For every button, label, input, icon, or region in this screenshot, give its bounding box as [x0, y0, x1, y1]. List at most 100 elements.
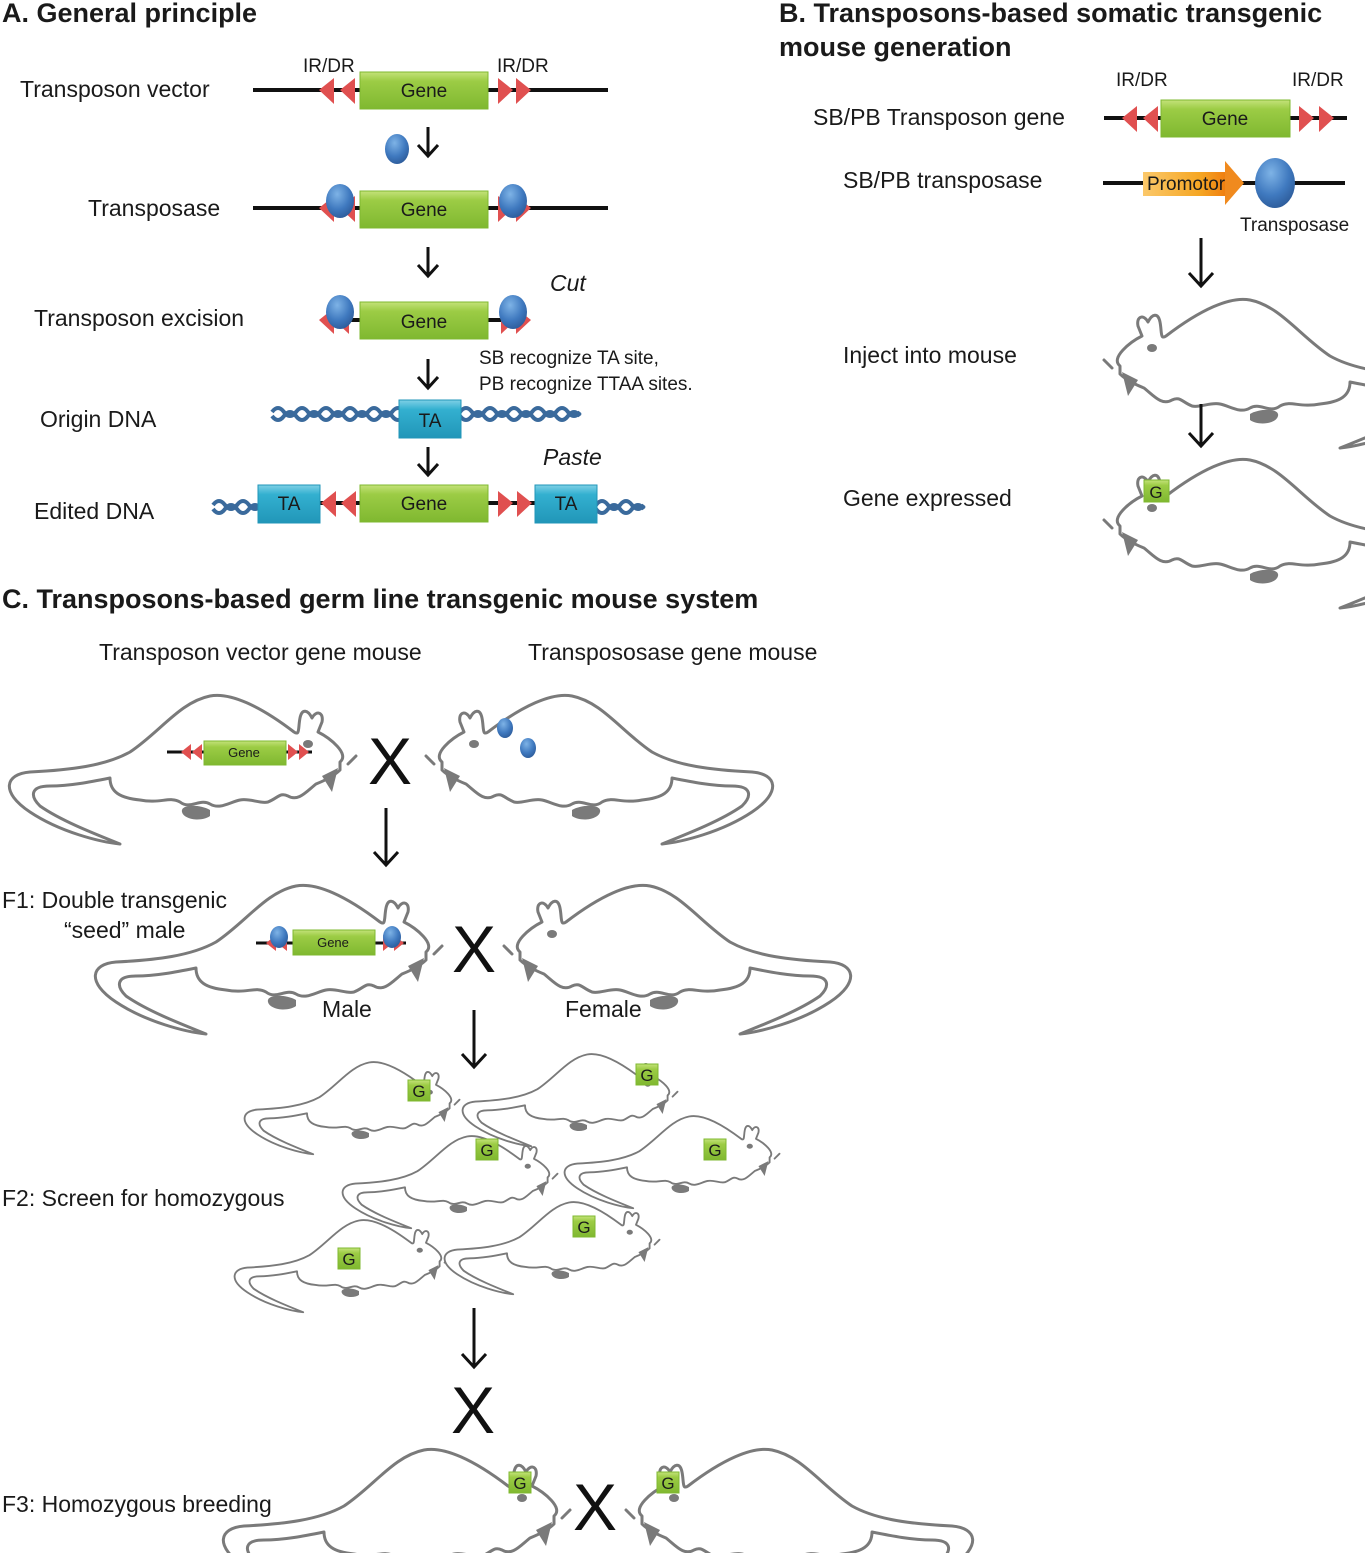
gene-box	[359, 190, 489, 229]
arrow-down-icon	[416, 359, 440, 391]
mouse-transposon-vector-icon	[7, 693, 358, 846]
label-sbpb-transposon-gene: SB/PB Transposon gene	[813, 104, 1065, 130]
mouse-offspring-icon	[443, 1201, 661, 1296]
ir-arrow-left-icon	[319, 78, 334, 104]
ir-dr-right-label: IR/DR	[1292, 70, 1344, 91]
mouse-f3-male-icon	[221, 1447, 572, 1553]
arrow-down-icon	[1187, 404, 1215, 449]
label-f1-line2: “seed” male	[64, 917, 185, 943]
gene-badge: G	[508, 1471, 532, 1494]
label-transposase: Transposase	[88, 195, 220, 221]
recognition-note-sb: SB recognize TA site,	[479, 348, 659, 369]
panel-c-title: C. Transposons-based germ line transgeni…	[2, 584, 758, 614]
transposase-enzyme-icon	[326, 184, 354, 218]
svg-text:G: G	[577, 1218, 590, 1237]
gene-box	[359, 71, 489, 110]
ta-site-box	[534, 484, 598, 524]
label-male: Male	[322, 996, 372, 1022]
svg-text:G: G	[640, 1066, 653, 1085]
gene-badge: G	[475, 1138, 499, 1161]
label-f3: F3: Homozygous breeding	[2, 1491, 272, 1517]
promotor-box	[1143, 172, 1225, 196]
gene-badge: G	[337, 1247, 361, 1270]
transposase-enzyme-icon	[520, 738, 536, 758]
arrow-down-icon	[460, 1308, 488, 1370]
gene-box	[1160, 99, 1291, 138]
gene-box-label: Gene	[317, 935, 349, 950]
svg-text:G: G	[480, 1141, 493, 1160]
label-origin-dna: Origin DNA	[40, 406, 157, 432]
gene-box-label: Gene	[401, 81, 447, 102]
ta-site-label-left: TA	[278, 494, 301, 515]
sbpb-transposase-construct: Promotor	[1103, 158, 1345, 208]
promotor-arrow-icon	[1225, 161, 1244, 205]
label-transposon-vector: Transposon vector	[20, 76, 210, 102]
ir-arrow-left-icon	[340, 78, 355, 104]
paste-label: Paste	[543, 444, 602, 470]
ir-dr-right-label: IR/DR	[497, 56, 549, 77]
edited-dna-construct: TA Gene TA	[211, 484, 646, 524]
gene-badge: G	[407, 1079, 431, 1102]
label-f2: F2: Screen for homozygous	[2, 1185, 285, 1211]
arrow-down-icon	[372, 808, 400, 868]
gene-box-label: Gene	[401, 312, 447, 333]
transposon-vector-in-mouse: Gene	[167, 740, 312, 766]
ir-arrow-right-icon	[516, 78, 531, 104]
gene-box	[292, 929, 376, 956]
cross-symbol: X	[368, 724, 412, 798]
ta-site-box	[257, 484, 321, 524]
mouse-f3-female-icon	[624, 1447, 975, 1553]
gene-box	[359, 301, 489, 340]
transposase-enzyme-icon	[326, 295, 354, 329]
gene-box-label: Gene	[1202, 109, 1248, 130]
cross-symbol: X	[573, 1470, 617, 1544]
cross-symbol: X	[452, 912, 496, 986]
gene-badge: G	[656, 1471, 680, 1494]
svg-text:G: G	[661, 1474, 674, 1493]
gene-box-label: Gene	[228, 745, 260, 760]
gene-badge: G	[1143, 479, 1170, 503]
gene-badge: G	[572, 1215, 596, 1238]
transposase-enzyme-icon	[499, 295, 527, 329]
transposase-enzyme-icon	[499, 184, 527, 218]
label-transposase-mouse: Transpososase gene mouse	[528, 639, 817, 665]
transposase-enzyme-icon	[497, 718, 513, 738]
svg-text:G: G	[412, 1082, 425, 1101]
double-transgene-in-mouse: Gene	[256, 926, 406, 956]
label-edited-dna: Edited DNA	[34, 498, 155, 524]
panel-b-title-line1: B. Transposons-based somatic transgenic	[779, 0, 1322, 28]
mouse-female-icon	[502, 883, 853, 1036]
ir-dr-left-label: IR/DR	[1116, 70, 1168, 91]
origin-dna-helix: TA	[270, 399, 582, 439]
transposase-bound-construct: Gene	[253, 184, 608, 229]
cross-symbol: X	[451, 1373, 495, 1447]
panel-b-title-line2: mouse generation	[779, 32, 1012, 62]
mouse-injected-icon	[1102, 297, 1365, 450]
gene-box	[359, 484, 489, 523]
arrow-down-icon	[416, 447, 440, 478]
label-transposon-vector-mouse: Transposon vector gene mouse	[99, 639, 422, 665]
label-female: Female	[565, 996, 642, 1022]
ta-site-label: TA	[419, 411, 442, 432]
promotor-label: Promotor	[1147, 174, 1226, 195]
arrow-down-icon	[416, 127, 440, 159]
gene-badge: G	[635, 1063, 659, 1086]
f2-offspring-group	[233, 1053, 781, 1314]
cut-label: Cut	[550, 270, 587, 296]
arrow-down-icon	[1187, 238, 1215, 289]
transposase-caption: Transposase	[1240, 215, 1349, 236]
recognition-note-pb: PB recognize TTAA sites.	[479, 374, 693, 395]
gene-box	[203, 740, 287, 766]
arrow-down-icon	[460, 1010, 488, 1070]
svg-text:G: G	[513, 1474, 526, 1493]
mouse-expressed-icon	[1102, 457, 1365, 610]
label-inject-into-mouse: Inject into mouse	[843, 342, 1017, 368]
gene-badge: G	[703, 1138, 727, 1161]
transposase-enzyme-icon	[385, 134, 409, 164]
label-f1-line1: F1: Double transgenic	[2, 887, 227, 913]
mouse-offspring-icon	[341, 1135, 559, 1230]
label-transposon-excision: Transposon excision	[34, 305, 244, 331]
transposon-vector-construct: Gene	[253, 71, 608, 110]
svg-text:G: G	[1149, 483, 1162, 502]
